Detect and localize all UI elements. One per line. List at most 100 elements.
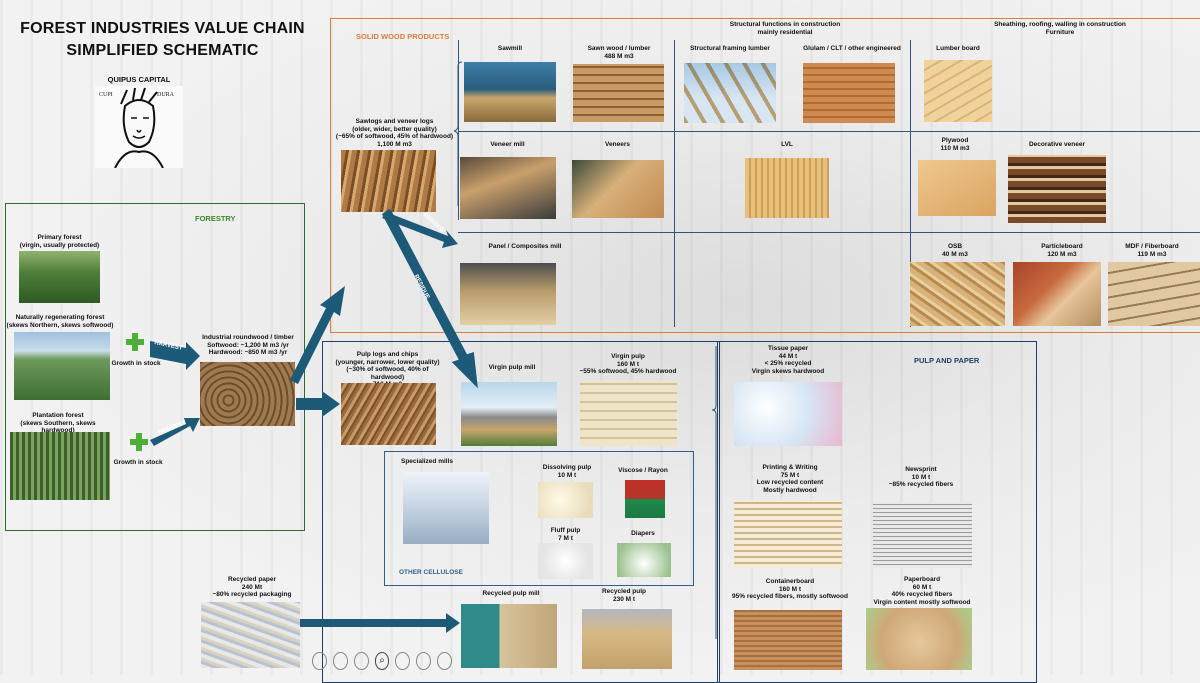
plywood-image [918,160,996,216]
grid-line [458,40,459,220]
lvl-label: LVL [781,141,793,148]
subtitles-icon[interactable] [395,652,411,670]
primary-forest-label: Primary forest (virgin, usually protecte… [19,234,100,249]
panel-mill-label: Panel / Composites mill [488,243,562,250]
framing-image [684,63,776,123]
title-line-2: SIMPLIFIED SCHEMATIC [66,42,259,59]
diapers-image [617,543,671,577]
decorative-veneer-label: Decorative veneer [1028,141,1085,148]
lvl-image [745,158,829,218]
harvest-arrow-2 [150,418,200,446]
virgin-mill-label: Virgin pulp mill [488,364,536,371]
grid-line [910,40,911,327]
sawnwood-label: Sawn wood / lumber 488 M m3 [587,45,651,60]
specialized-mills-image [403,472,489,544]
tissue-image [734,382,842,446]
sawmill-image [464,62,556,122]
printing-label: Printing & Writing 75 M t Low recycled c… [756,464,824,494]
svg-text:DURA: DURA [157,92,175,98]
other-cellulose-title: OTHER CELLULOSE [399,569,463,576]
veneers-image [572,160,664,218]
prev-icon[interactable] [312,652,327,670]
specialized-mills-label: Specialized mills [400,458,454,465]
paperboard-image [866,608,972,670]
sawlogs-label: Sawlogs and veneer logs (older, wider, b… [335,118,454,148]
fluff-pulp-label: Fluff pulp 7 M t [550,527,581,542]
viscose-image [625,480,665,518]
containerboard-image [734,610,842,670]
plus-icon [130,433,148,451]
veneers-label: Veneers [605,141,630,148]
harvest-arrow-1 [150,341,200,370]
plywood-label: Plywood 110 M m3 [940,137,970,152]
recycled-arrow [300,613,460,633]
dissolving-pulp-image [538,482,593,518]
presentation-toolbar: ⌕ [312,652,453,672]
zoom-icon[interactable]: ⌕ [374,652,390,670]
veneer-mill-image [460,157,556,219]
grid-line [458,131,1200,132]
growth-label-1: Growth in stock [111,360,161,367]
containerboard-label: Containerboard 160 M t 95% recycled fibe… [732,578,848,601]
pulp-logs-label: Pulp logs and chips (younger, narrower, … [335,351,440,388]
natural-forest-label: Naturally regenerating forest (skews Nor… [6,314,114,329]
title-line-1: FOREST INDUSTRIES VALUE CHAIN [20,20,305,37]
virgin-pulp-label: Virgin pulp 160 M t ~55% softwood, 45% h… [579,353,677,376]
to-pulp-arrow [296,391,340,417]
panel-mill-image [460,263,556,325]
pulp-logs-image [341,383,436,445]
logo-image: CUPI DURA [95,86,183,168]
grid-line [674,40,675,327]
particleboard-label: Particleboard 120 M m3 [1041,243,1083,258]
recycled-pulp-label: Recycled pulp 230 M t [601,588,647,603]
structural-header: Structural functions in construction mai… [729,21,841,36]
sawnwood-image [573,64,664,122]
glulam-label: Glulam / CLT / other engineered [803,45,901,52]
virgin-mill-image [461,382,557,446]
fluff-pulp-image [538,543,593,579]
grid-line [458,232,1200,233]
solid-wood-title: SOLID WOOD PRODUCTS [356,32,450,41]
to-solid-wood-arrow [290,286,345,384]
viscose-label: Viscose / Rayon [618,467,668,474]
osb-image [910,262,1005,326]
pulp-paper-title: PULP AND PAPER [914,356,980,365]
slides-icon[interactable] [353,652,369,670]
mdf-label: MDF / Fiberboard 119 M m3 [1125,243,1179,258]
plantation-forest-label: Plantation forest (skews Southern, skews… [20,412,96,435]
recycled-mill-label: Recycled pulp mill [482,590,540,597]
natural-forest-image [14,332,110,400]
svg-text:CUPI: CUPI [99,92,113,98]
osb-label: OSB 40 M m3 [942,243,968,258]
more-icon[interactable] [437,652,453,670]
roundwood-label: Industrial roundwood / timber Softwood: … [202,334,294,357]
decorative-veneer-image [1008,155,1106,223]
recycled-mill-image [461,604,557,668]
printing-image [734,500,842,568]
lumber-board-label: Lumber board [936,45,980,52]
recycled-paper-image [201,602,300,668]
virgin-pulp-image [580,381,677,446]
sawmill-label: Sawmill [497,45,523,52]
camera-icon[interactable] [416,652,432,670]
paperboard-label: Paperboard 60 M t 40% recycled fibers Vi… [873,576,971,606]
residue-arrow-1 [382,212,458,248]
particleboard-image [1013,262,1101,326]
plus-icon [126,333,144,351]
framing-label: Structural framing lumber [690,45,770,52]
sawlogs-image [341,150,436,212]
other-cellulose-box [384,451,694,586]
recycled-pulp-image [582,609,672,669]
plantation-forest-image [10,432,110,500]
forestry-title: FORESTRY [195,214,236,223]
primary-forest-image [19,251,100,303]
next-icon[interactable] [332,652,348,670]
glulam-image [803,63,895,123]
newsprint-label: Newsprint 10 M t ~85% recycled fibers [888,466,954,489]
sheathing-header: Sheathing, roofing, walling in construct… [994,21,1126,36]
roundwood-image [200,362,295,426]
dissolving-pulp-label: Dissolving pulp 10 M t [542,464,592,479]
logo-name: QUIPUS CAPITAL [107,75,171,84]
mdf-image [1108,262,1200,326]
